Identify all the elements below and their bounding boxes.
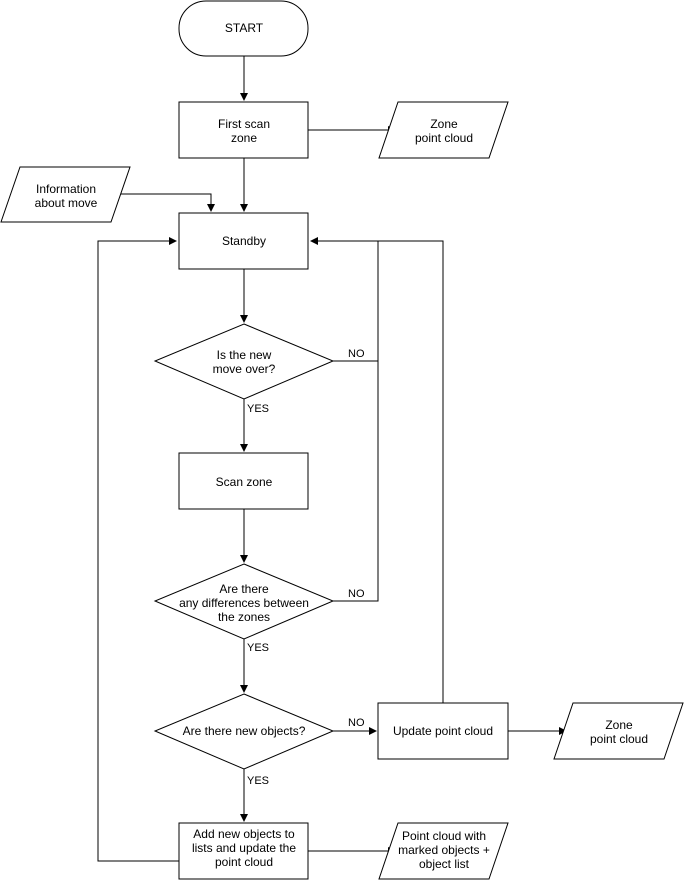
edge-add-to-standby-loop <box>97 237 179 862</box>
update-cloud-box <box>377 702 509 760</box>
zone-cloud-right-line2: point cloud <box>590 732 648 746</box>
first-scan-label-line2: zone <box>231 131 257 145</box>
move-over-decision <box>153 323 335 400</box>
edge-update-to-standby <box>378 240 444 703</box>
add-objects-line3: point cloud <box>215 855 273 869</box>
scan-zone-box <box>178 452 309 510</box>
node-scan-zone: Scan zone <box>178 452 309 510</box>
node-start: START <box>178 0 309 57</box>
node-first-scan: First scan zone <box>178 101 309 159</box>
add-objects-line1: Add new objects to <box>193 827 295 841</box>
node-info-move: Information about move <box>0 166 131 223</box>
node-add-objects: Add new objects to lists and update the … <box>178 822 309 880</box>
marked-cloud-line3: object list <box>419 857 470 871</box>
zone-cloud-top-line1: Zone <box>430 117 458 131</box>
new-objects-label: Are there new objects? <box>183 724 306 738</box>
info-move-line2: about move <box>35 196 98 210</box>
move-over-no-label: NO <box>348 348 365 360</box>
edge-move-over-no-to-standby <box>310 237 379 362</box>
connectors <box>97 56 567 862</box>
move-over-line2: move over? <box>213 362 276 376</box>
differences-decision <box>153 563 335 640</box>
edge-differences-no-to-standby <box>333 361 379 602</box>
zone-cloud-top-line2: point cloud <box>415 131 473 145</box>
marked-cloud-line1: Point cloud with <box>402 829 486 843</box>
start-label: START <box>225 21 264 35</box>
node-new-objects: Are there new objects? <box>153 693 335 770</box>
update-cloud-label: Update point cloud <box>393 724 493 738</box>
node-zone-cloud-right: Zone point cloud <box>553 702 684 760</box>
differences-no-label: NO <box>348 588 365 600</box>
differences-line1: Are there <box>219 582 269 596</box>
move-over-line1: Is the new <box>217 348 272 362</box>
standby-box <box>178 212 309 270</box>
first-scan-label-line1: First scan <box>218 117 270 131</box>
differences-yes-label: YES <box>247 642 269 654</box>
edge-labels: NO YES NO YES NO YES <box>247 348 365 787</box>
node-move-over: Is the new move over? <box>153 323 335 400</box>
differences-line2: any differences between <box>179 596 309 610</box>
add-objects-line2: lists and update the <box>192 841 296 855</box>
node-marked-cloud: Point cloud with marked objects + object… <box>378 822 509 880</box>
info-move-line1: Information <box>36 182 96 196</box>
add-objects-box <box>178 822 309 880</box>
differences-line3: the zones <box>218 610 270 624</box>
node-update-cloud: Update point cloud <box>377 702 509 760</box>
node-differences: Are there any differences between the zo… <box>153 563 335 640</box>
node-zone-cloud-top: Zone point cloud <box>378 101 509 159</box>
marked-cloud-line2: marked objects + <box>398 843 490 857</box>
start-terminator <box>178 0 309 57</box>
zone-cloud-right-data <box>553 702 684 760</box>
scan-zone-label: Scan zone <box>216 475 273 489</box>
zone-cloud-right-line1: Zone <box>605 718 633 732</box>
node-standby: Standby <box>178 212 309 270</box>
standby-label: Standby <box>222 234 266 248</box>
new-objects-yes-label: YES <box>247 775 269 787</box>
edge-info-move-to-standby <box>120 193 215 212</box>
first-scan-box <box>178 101 309 159</box>
new-objects-decision <box>153 693 335 770</box>
new-objects-no-label: NO <box>348 717 365 729</box>
zone-cloud-top-data <box>378 101 509 159</box>
move-over-yes-label: YES <box>247 403 269 415</box>
info-move-data <box>0 166 131 223</box>
marked-cloud-data <box>378 822 509 880</box>
